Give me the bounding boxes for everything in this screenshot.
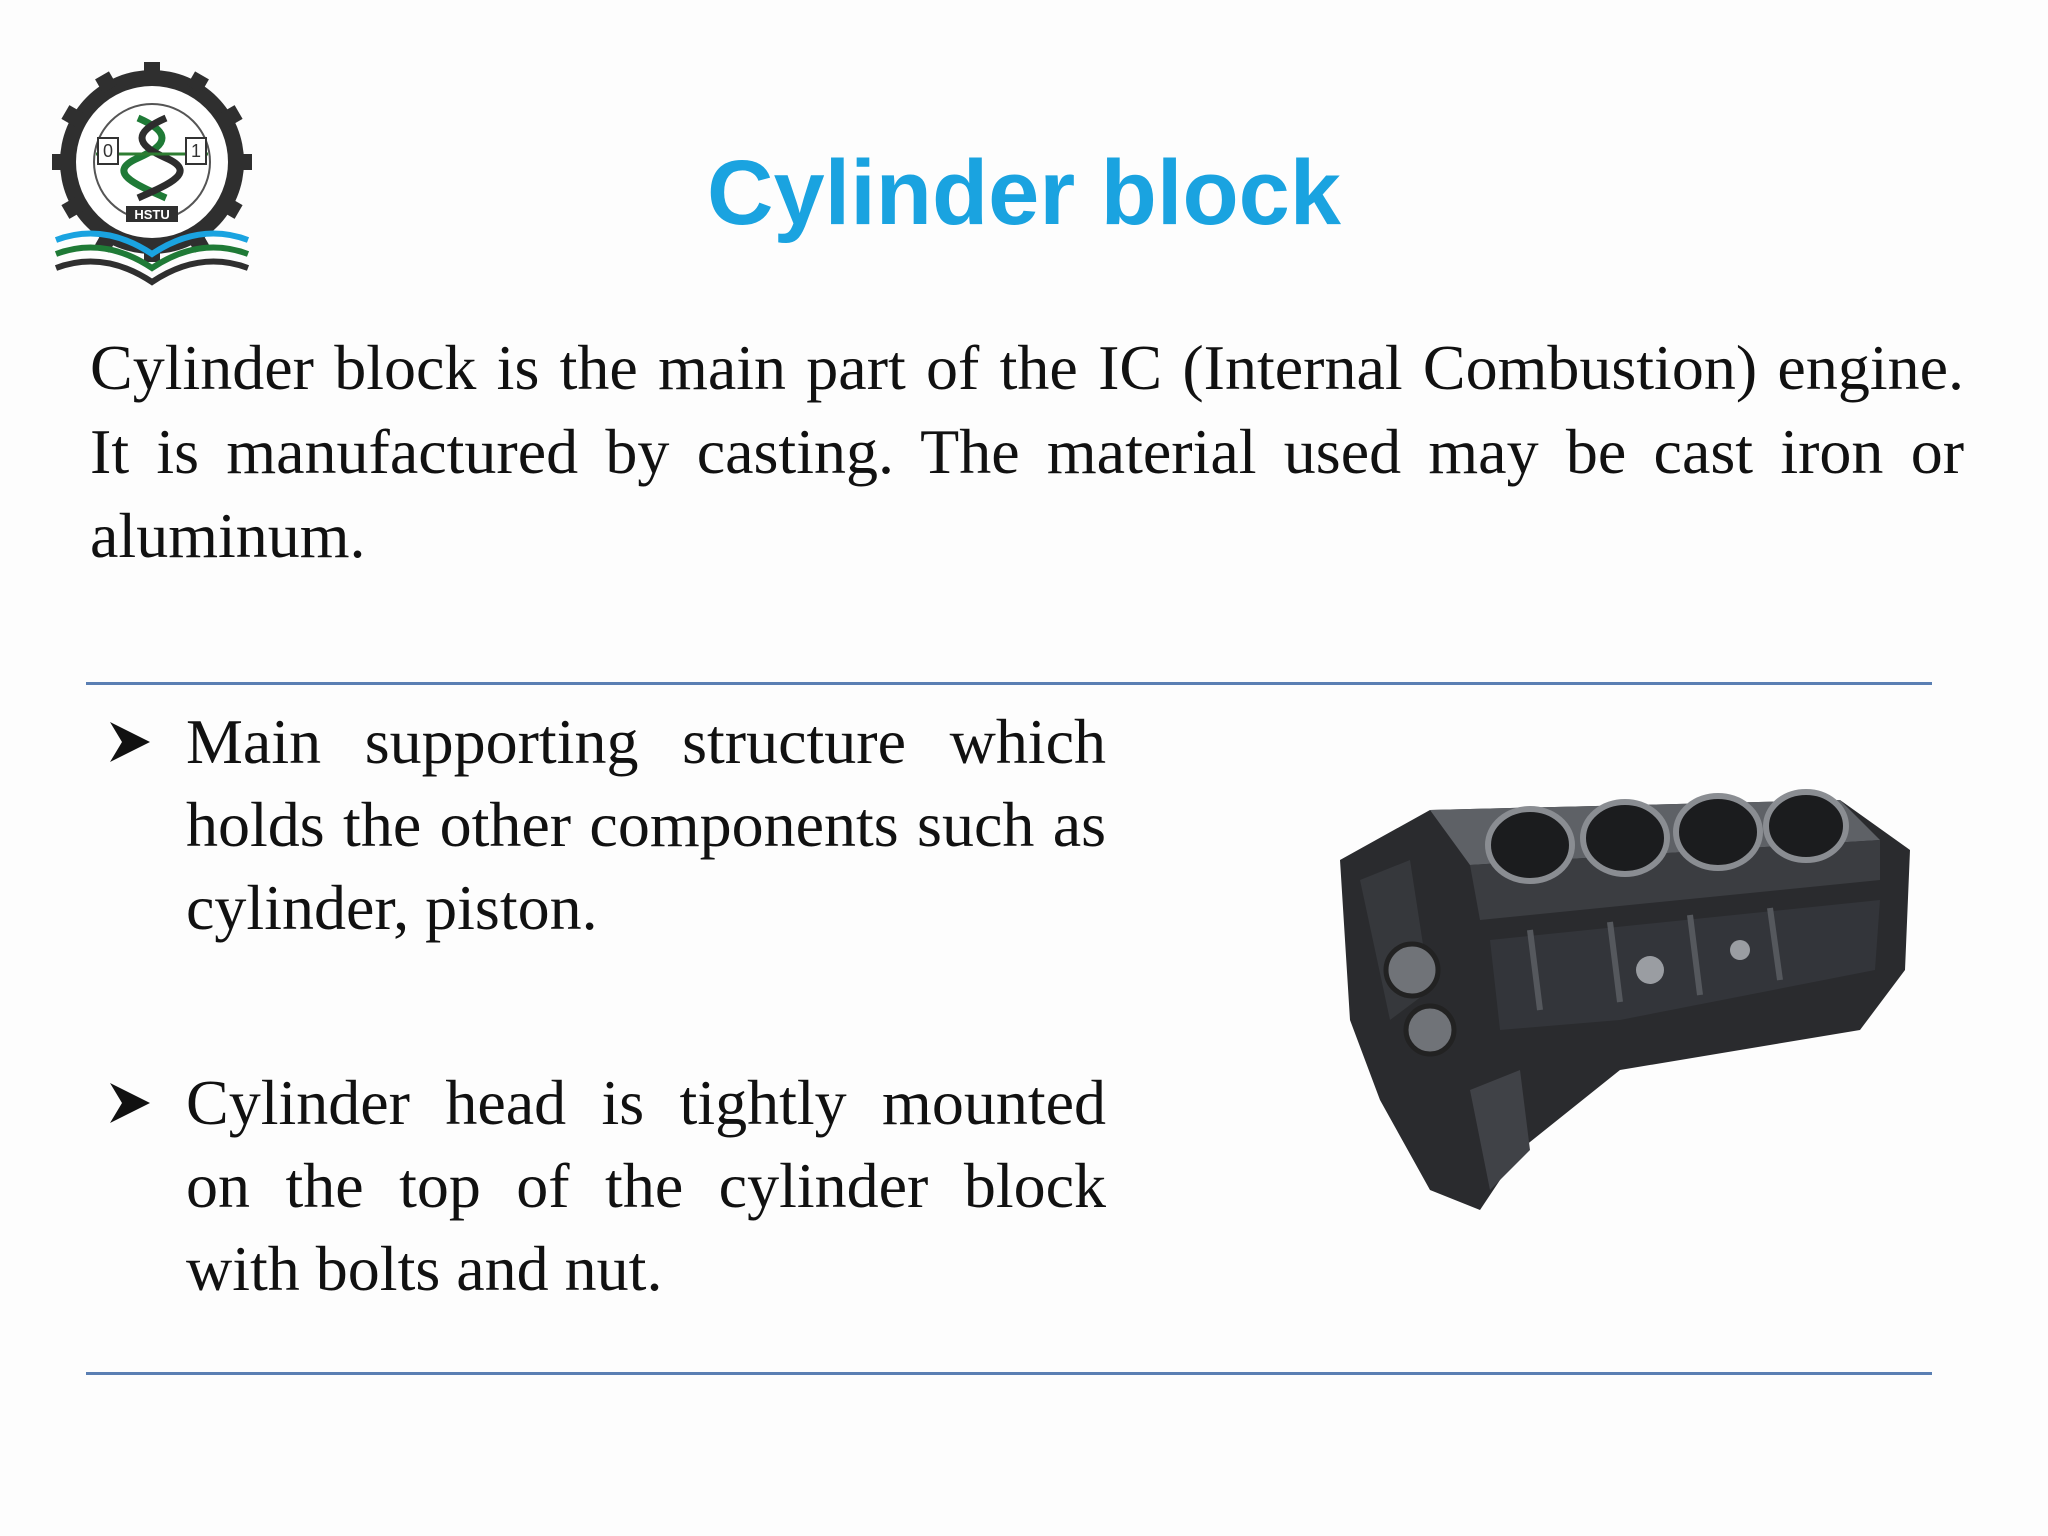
divider-bottom [86, 1372, 1932, 1375]
bullet-text: Main supporting structure which holds th… [186, 706, 1106, 943]
bullet-list: Main supporting structure which holds th… [106, 700, 1106, 1310]
university-seal-icon: 0 1 HSTU [52, 62, 252, 286]
seal-digit-0: 0 [103, 141, 113, 161]
bullet-text: Cylinder head is tightly mounted on the … [186, 1067, 1106, 1304]
intro-paragraph: Cylinder block is the main part of the I… [90, 332, 1964, 571]
slide-title: Cylinder block [707, 142, 1341, 244]
seal-text: HSTU [134, 207, 169, 222]
engine-cylinder-block-icon [1340, 789, 1910, 1210]
bullet-item: Main supporting structure which holds th… [106, 700, 1106, 949]
divider-top [86, 682, 1932, 685]
arrowhead-bullet-icon [110, 1083, 150, 1123]
bullet-item: Cylinder head is tightly mounted on the … [106, 1061, 1106, 1310]
seal-digit-1: 1 [191, 141, 201, 161]
arrowhead-bullet-icon [110, 722, 150, 762]
